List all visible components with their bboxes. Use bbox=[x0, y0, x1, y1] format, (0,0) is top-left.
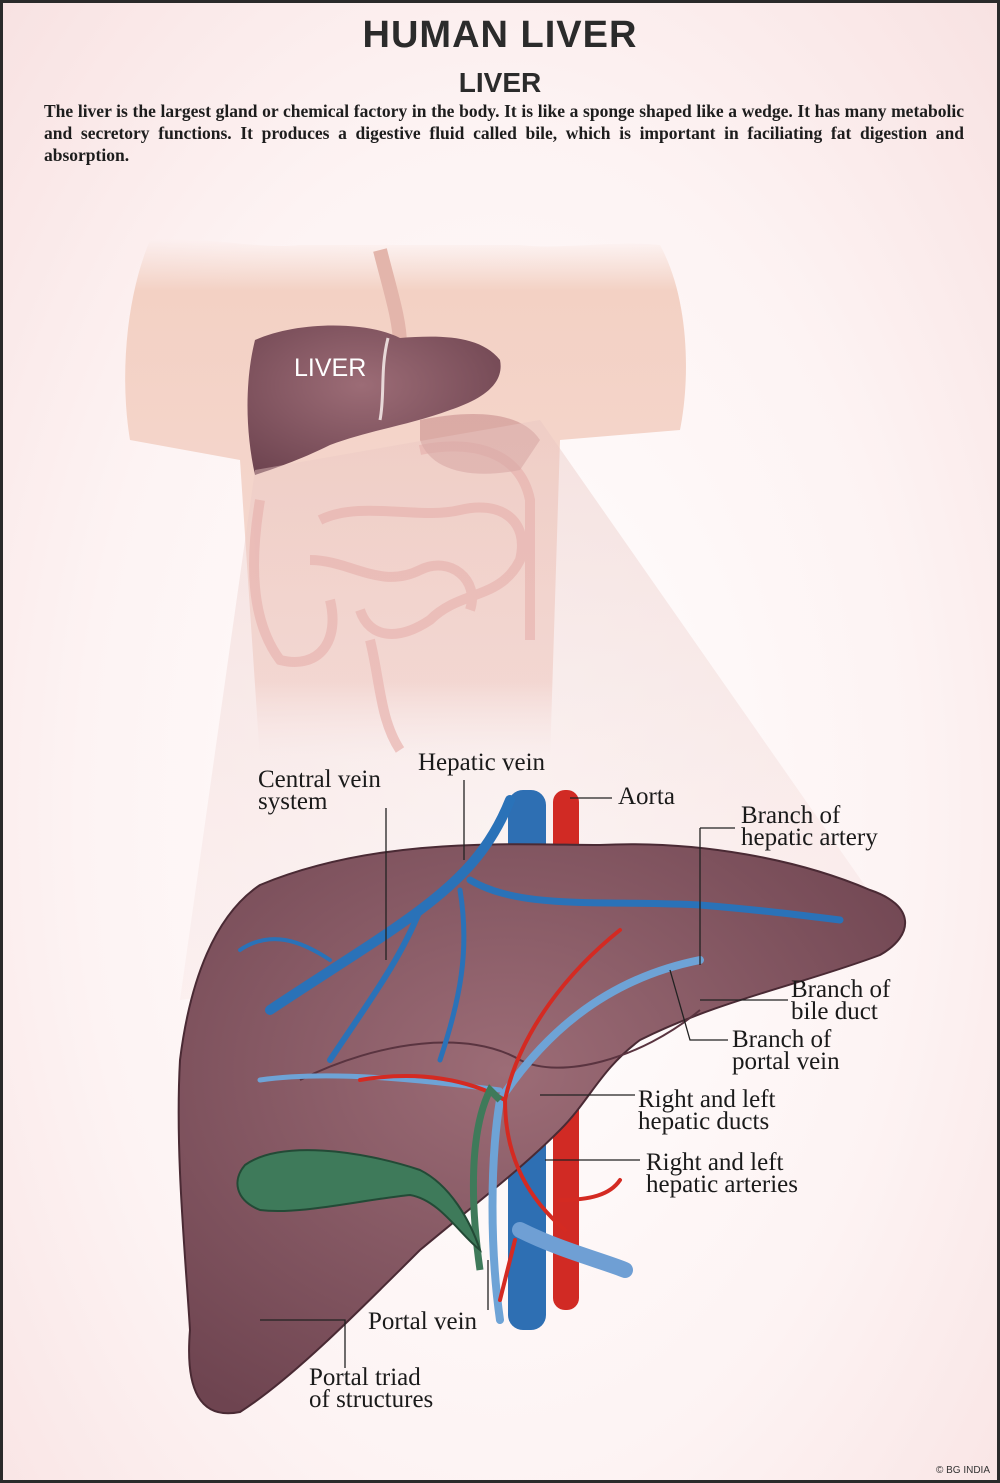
label-line: Branch of bbox=[732, 1026, 832, 1053]
label-line: hepatic ducts bbox=[638, 1108, 770, 1135]
liver bbox=[177, 843, 907, 1415]
label-line: bile duct bbox=[791, 998, 878, 1025]
torso-liver-label: LIVER bbox=[294, 354, 367, 382]
gallbladder bbox=[236, 1149, 482, 1253]
torso-liver bbox=[247, 325, 501, 475]
label-line: portal vein bbox=[732, 1048, 840, 1075]
description: The liver is the largest gland or chemic… bbox=[44, 101, 964, 165]
section-title: LIVER bbox=[458, 67, 542, 98]
label-hepatic-vein: Hepatic vein bbox=[418, 749, 546, 776]
label-line: Portal triad bbox=[309, 1364, 421, 1391]
label-line: Aorta bbox=[618, 783, 675, 810]
label-line: Right and left bbox=[638, 1086, 776, 1113]
label-line: Hepatic vein bbox=[418, 749, 546, 776]
leader-lines bbox=[260, 780, 788, 1368]
label-line: hepatic arteries bbox=[646, 1171, 798, 1198]
label-line: Branch of bbox=[791, 976, 891, 1003]
label-line: Right and left bbox=[646, 1149, 784, 1176]
label-line: hepatic artery bbox=[741, 824, 878, 851]
label-line: system bbox=[258, 788, 328, 815]
label-portal-vein: Portal vein bbox=[368, 1308, 478, 1335]
label-line: of structures bbox=[309, 1386, 434, 1413]
label-line: Central vein bbox=[258, 766, 381, 793]
page-title: HUMAN LIVER bbox=[362, 14, 638, 56]
label-line: Portal vein bbox=[368, 1308, 478, 1335]
label-aorta: Aorta bbox=[618, 783, 675, 810]
copyright: © BG INDIA bbox=[935, 1465, 990, 1476]
label-line: Branch of bbox=[741, 802, 841, 829]
